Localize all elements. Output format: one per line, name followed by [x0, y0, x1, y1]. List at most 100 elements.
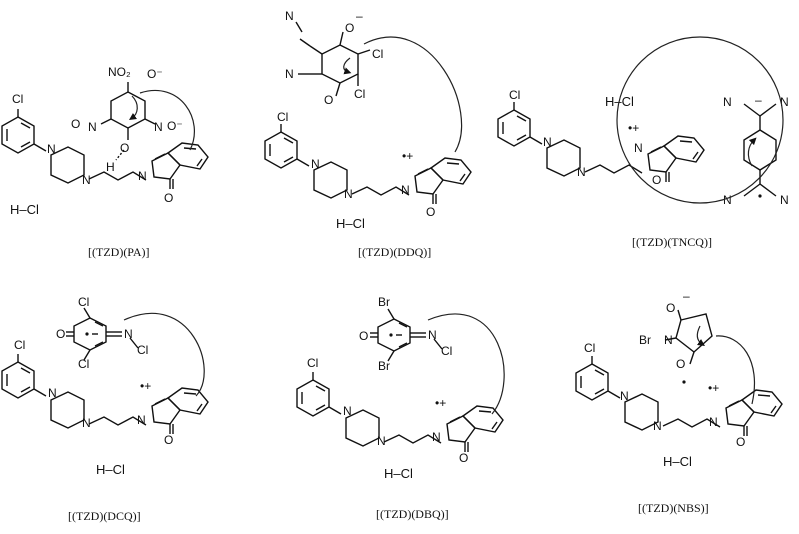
- triazole-n: N: [709, 415, 718, 429]
- piperazine-n1: N: [343, 404, 352, 418]
- caption: [(TZD)(DDQ)]: [358, 245, 431, 259]
- donor-molecule: [497, 101, 705, 183]
- o-left: O: [71, 117, 80, 131]
- chloro-label: Cl: [277, 110, 288, 124]
- panel-tzd-ddq: Cl N N O N •+ H–Cl N N O – Cl Cl O [: [264, 9, 472, 259]
- donor-molecule: [296, 371, 504, 453]
- piperazine-n2: N: [344, 187, 353, 201]
- chloro-label: Cl: [307, 356, 318, 370]
- hcl-label: H–Cl: [663, 454, 692, 469]
- chloro-1: Cl: [372, 47, 383, 61]
- anion-charge: –: [755, 93, 762, 107]
- nbs-acceptor: – O Br N O: [639, 289, 756, 405]
- radical-cation: •+: [402, 149, 413, 163]
- piperazine-n2: N: [82, 173, 91, 187]
- caption: [(TZD)(TNCQ)]: [632, 235, 712, 249]
- interaction-circle: [616, 36, 784, 204]
- chloro-label: Cl: [509, 88, 520, 102]
- radical-dot: [682, 380, 686, 384]
- carbonyl-o: O: [652, 173, 661, 187]
- caption: [(TZD)(DCQ)]: [68, 509, 141, 523]
- oxide-charge: –: [356, 9, 363, 23]
- piperazine-n1: N: [620, 389, 629, 403]
- dbq-acceptor: Br Br O N Cl: [359, 295, 505, 415]
- radical-o: O: [324, 93, 333, 107]
- caption: [(TZD)(PA)]: [88, 245, 150, 259]
- piperazine-n1: N: [48, 386, 57, 400]
- picric-acid-acceptor: NO₂ O⁻ O N N O⁻ O H: [71, 65, 195, 174]
- imide-n: N: [664, 333, 673, 347]
- nitrile-n1: N: [285, 9, 294, 23]
- panel-tzd-dbq: Cl N N O N •+ H–Cl Br Br O N Cl [(TZD)(D…: [296, 295, 505, 521]
- donor-molecule: [1, 353, 209, 435]
- panel-tzd-tncq: Cl N N O N •+ H–Cl N N – N N [(TZD)(TNCQ…: [497, 36, 789, 249]
- imide-o1: O: [666, 301, 675, 315]
- chloro-label: Cl: [12, 92, 23, 106]
- bromine: Br: [639, 333, 651, 347]
- radical-cation: •+: [628, 121, 639, 135]
- hcl-label: H–Cl: [10, 202, 39, 217]
- triazole-n: N: [137, 413, 146, 427]
- chloro-label: Cl: [584, 341, 595, 355]
- nitrile-n2: N: [780, 95, 789, 109]
- radical-cation: •+: [435, 396, 446, 410]
- interaction-arc: [715, 335, 756, 405]
- piperazine-n1: N: [311, 157, 320, 171]
- chloro-2: Cl: [354, 87, 365, 101]
- no2-top: NO₂: [108, 65, 131, 79]
- imine-n: N: [428, 328, 437, 342]
- nitrile-n4: N: [780, 193, 789, 207]
- donor-molecule: [264, 123, 472, 205]
- imide-o2: O: [676, 357, 685, 371]
- triazole-n: N: [138, 169, 147, 183]
- imine-cl: Cl: [137, 343, 148, 357]
- piperazine-n2: N: [377, 434, 386, 448]
- nitrile-n3: N: [723, 193, 732, 207]
- n-left: N: [88, 120, 97, 134]
- bromo-2: Br: [378, 359, 390, 373]
- hydroxyl-o: O: [120, 141, 129, 155]
- interaction-arc: [123, 312, 205, 397]
- carbonyl-o: O: [164, 433, 173, 447]
- anion-charge: –: [683, 289, 690, 303]
- hcl-label: H–Cl: [96, 462, 125, 477]
- panel-tzd-pa: Cl N N O N H–Cl NO₂ O⁻ O N N O⁻ O H [(TZ…: [1, 65, 209, 259]
- nitrile-n1: N: [723, 95, 732, 109]
- triazole-n: N: [401, 183, 410, 197]
- dcq-acceptor: Cl Cl O N Cl: [56, 295, 205, 397]
- triazole-n: N: [432, 430, 441, 444]
- carbonyl-o: O: [164, 191, 173, 205]
- piperazine-n1: N: [47, 142, 56, 156]
- radical-cation: •+: [140, 379, 151, 393]
- hcl-label: H–Cl: [384, 466, 413, 481]
- no2-top-o: O⁻: [147, 67, 163, 81]
- tncq-acceptor: N N – N N: [616, 36, 789, 207]
- oxide-o: O: [345, 21, 354, 35]
- piperazine-n2: N: [577, 165, 586, 179]
- carbonyl-o: O: [736, 435, 745, 449]
- piperazine-n2: N: [82, 416, 91, 430]
- piperazine-n1: N: [543, 135, 552, 149]
- caption: [(TZD)(DBQ)]: [376, 507, 449, 521]
- hydrogen: H: [106, 160, 115, 174]
- chloro-2: Cl: [78, 357, 89, 371]
- interaction-arc: [139, 90, 195, 151]
- panel-tzd-nbs: Cl N N O N •+ H–Cl – O Br N O [(TZD)(NBS…: [575, 289, 783, 515]
- panel-tzd-dcq: Cl N N O N •+ H–Cl Cl Cl O N Cl [(TZD)(D…: [1, 295, 209, 523]
- interaction-arc: [427, 313, 505, 415]
- radical-cation: •+: [708, 381, 719, 395]
- carbonyl-o: O: [459, 451, 468, 465]
- quinone-o: O: [56, 327, 65, 341]
- caption: [(TZD)(NBS)]: [638, 501, 709, 515]
- piperazine-n2: N: [653, 419, 662, 433]
- n-right: N: [154, 120, 163, 134]
- triazole-n: N: [634, 141, 643, 155]
- chloro-label: Cl: [14, 338, 25, 352]
- nitrile-n2: N: [285, 67, 294, 81]
- hcl-label: H–Cl: [336, 216, 365, 231]
- quinone-o: O: [359, 329, 368, 343]
- ddq-acceptor: N N O – Cl Cl O: [285, 9, 463, 153]
- radical-dot: [758, 194, 762, 198]
- bromo-1: Br: [378, 295, 390, 309]
- imine-cl: Cl: [441, 344, 452, 358]
